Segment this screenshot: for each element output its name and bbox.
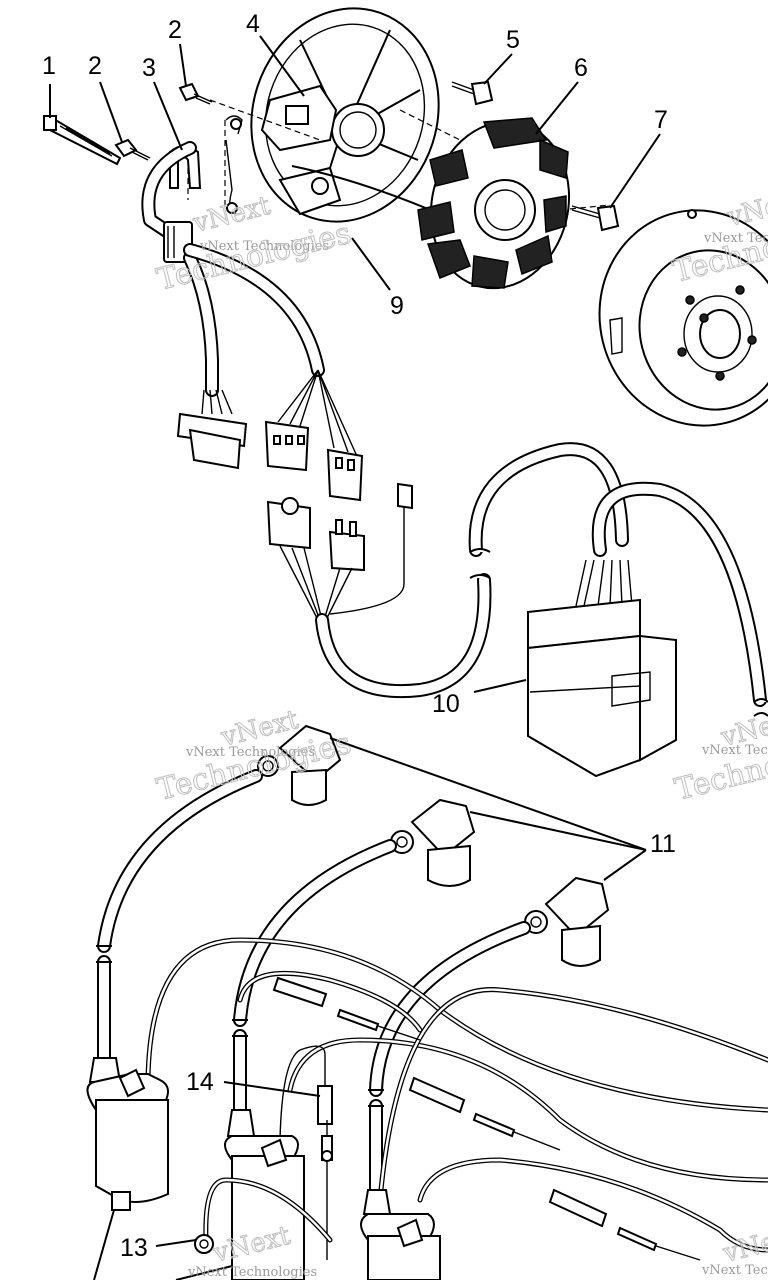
callout-2-top: 2 bbox=[168, 16, 182, 44]
stator-connectors bbox=[264, 369, 365, 572]
screw-part-7 bbox=[571, 204, 620, 232]
svg-text:vNext Technologies: vNext Technologies bbox=[701, 743, 768, 758]
spark-plug-cap-3 bbox=[524, 876, 610, 967]
svg-text:vNext Technologies: vNext Technologies bbox=[703, 231, 768, 246]
bracket bbox=[225, 115, 243, 215]
callout-2-left: 2 bbox=[88, 52, 102, 80]
spark-plug-cap-1 bbox=[257, 724, 342, 806]
connector-part-14 bbox=[279, 1045, 333, 1141]
svg-text:vNext: vNext bbox=[723, 185, 768, 233]
svg-text:vNext Technologies: vNext Technologies bbox=[199, 239, 329, 254]
svg-text:vNext: vNext bbox=[189, 191, 273, 239]
callout-labels: 1 2 3 2 4 5 6 7 9 10 11 13 14 bbox=[42, 10, 676, 1262]
callout-6: 6 bbox=[574, 54, 588, 82]
ignition-coil-3 bbox=[360, 1189, 441, 1280]
watermark-right-middle: vNext vNext Technologies Technologies bbox=[671, 704, 768, 808]
svg-text:vNext Technologies: vNext Technologies bbox=[701, 1263, 768, 1278]
flywheel bbox=[598, 209, 768, 427]
svg-text:vNext Technologies: vNext Technologies bbox=[185, 745, 315, 760]
svg-text:vNext: vNext bbox=[719, 1221, 768, 1269]
cable-tie-part-1 bbox=[43, 115, 122, 166]
callout-11: 11 bbox=[650, 830, 676, 858]
regulator-part-10 bbox=[527, 559, 677, 778]
stator-plate bbox=[250, 7, 441, 223]
screw-part-5 bbox=[451, 80, 494, 106]
callout-4: 4 bbox=[246, 10, 260, 38]
ground-wire-part-13 bbox=[194, 1177, 333, 1254]
callout-1: 1 bbox=[42, 52, 56, 80]
screw-part-2-left bbox=[114, 138, 151, 161]
screw-part-2-top bbox=[178, 82, 213, 105]
inline-boot-3 bbox=[548, 1188, 608, 1228]
spark-plug-cap-2 bbox=[390, 798, 476, 887]
svg-text:vNext Technologies: vNext Technologies bbox=[187, 1265, 317, 1280]
stator-coil-part-6 bbox=[417, 117, 571, 290]
ignition-coil-2 bbox=[224, 1109, 305, 1280]
callout-5: 5 bbox=[506, 26, 520, 54]
leader-lines bbox=[49, 35, 661, 1247]
ignition-coil-1 bbox=[86, 1057, 169, 1211]
callout-7: 7 bbox=[654, 106, 668, 134]
inline-boot-1 bbox=[272, 976, 328, 1008]
callout-14: 14 bbox=[186, 1068, 214, 1096]
watermark-right-bottom: vNext vNext Technologies bbox=[701, 1220, 768, 1278]
inline-boot-2 bbox=[408, 1076, 466, 1114]
harness-connector bbox=[176, 389, 248, 470]
callout-3: 3 bbox=[142, 54, 156, 82]
callout-13: 13 bbox=[120, 1234, 148, 1262]
callout-9: 9 bbox=[390, 292, 404, 320]
callout-10: 10 bbox=[432, 690, 460, 718]
